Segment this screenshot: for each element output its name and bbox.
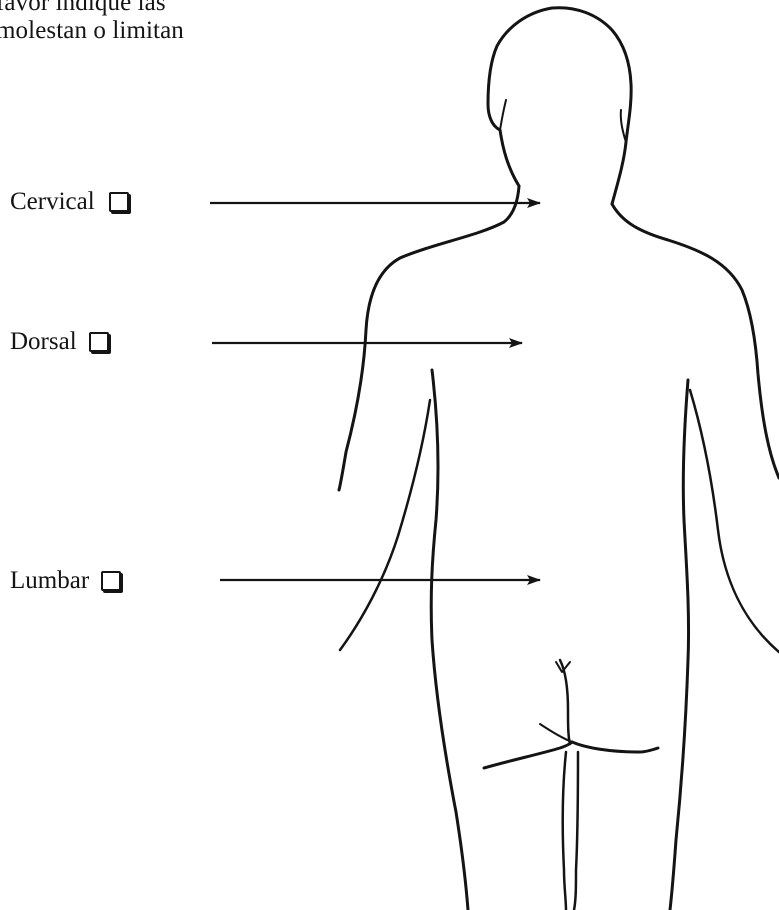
left-inner-arm-outline	[340, 400, 430, 650]
left-inner-leg	[563, 752, 566, 910]
head-outline	[488, 8, 631, 204]
right-buttock-crease	[572, 742, 658, 752]
head-detail-left	[500, 100, 506, 130]
left-buttock-crease	[484, 742, 572, 768]
left-shoulder-arm-outline	[339, 186, 519, 490]
right-torso-outline	[670, 380, 689, 910]
left-torso-outline	[431, 370, 468, 910]
right-shoulder-arm-outline	[612, 204, 779, 478]
head-detail-right	[621, 110, 626, 142]
right-inner-leg	[574, 752, 578, 910]
